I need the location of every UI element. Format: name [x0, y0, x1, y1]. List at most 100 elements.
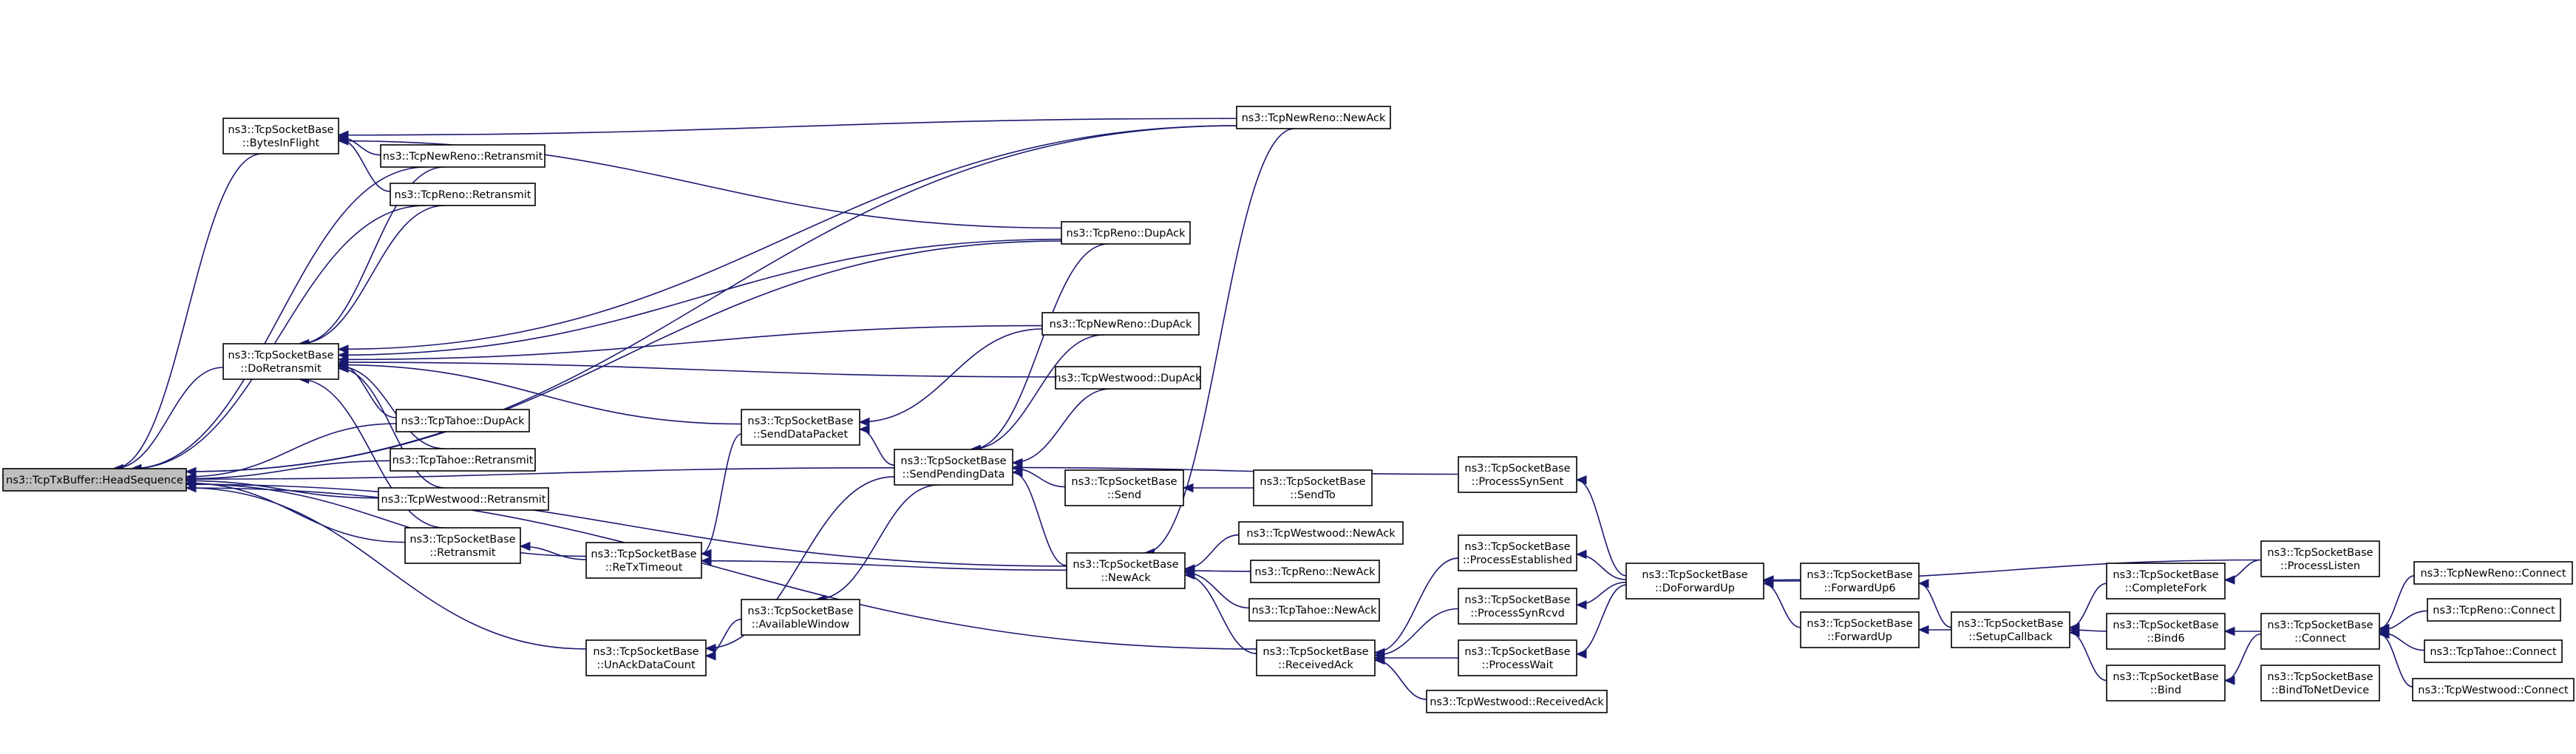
node-ww-dupack[interactable]: ns3::TcpWestwood::DupAck: [1054, 366, 1202, 390]
node-tahoe-retransmit[interactable]: ns3::TcpTahoe::Retransmit: [390, 448, 536, 472]
node-box[interactable]: [2106, 563, 2226, 600]
node-box[interactable]: [1066, 552, 1186, 589]
node-box[interactable]: [395, 409, 530, 432]
node-nr-retransmit[interactable]: ns3::TcpNewReno::Retransmit: [380, 144, 546, 168]
node-ww-newack[interactable]: ns3::TcpWestwood::NewAck: [1238, 521, 1404, 545]
node-box[interactable]: [390, 183, 536, 206]
node-label: ns3::TcpWestwood::Connect: [2418, 685, 2569, 696]
node-processsynrcvd[interactable]: ns3::TcpSocketBase::ProcessSynRcvd: [1458, 588, 1577, 625]
node-sendpending[interactable]: ns3::TcpSocketBase::SendPendingData: [894, 449, 1013, 486]
node-forwardup6[interactable]: ns3::TcpSocketBase::ForwardUp6: [1800, 563, 1920, 600]
node-box[interactable]: [1458, 456, 1577, 493]
node-forwardup[interactable]: ns3::TcpSocketBase::ForwardUp: [1800, 611, 1920, 648]
edge-tahoe-dupack-to-doretransmit: [338, 364, 397, 418]
node-box[interactable]: [2260, 613, 2380, 650]
node-sb-newack[interactable]: ns3::TcpSocketBase::NewAck: [1066, 552, 1186, 589]
node-box[interactable]: [1458, 534, 1577, 571]
node-box[interactable]: [741, 599, 860, 636]
node-box[interactable]: [390, 448, 536, 472]
node-send[interactable]: ns3::TcpSocketBase::Send: [1064, 469, 1184, 506]
node-processwait[interactable]: ns3::TcpSocketBase::ProcessWait: [1458, 639, 1577, 676]
node-box[interactable]: [741, 409, 860, 446]
node-box[interactable]: [1250, 560, 1380, 583]
node-box[interactable]: [404, 527, 521, 564]
edge-arrowhead: [704, 643, 716, 653]
node-box[interactable]: [585, 639, 707, 676]
node-receivedack[interactable]: ns3::TcpSocketBase::ReceivedAck: [1256, 639, 1376, 676]
node-unackdatacount[interactable]: ns3::TcpSocketBase::UnAckDataCount: [585, 639, 707, 676]
node-doretransmit[interactable]: ns3::TcpSocketBase::DoRetransmit: [222, 343, 339, 380]
node-box[interactable]: [380, 144, 546, 168]
node-tahoe-newack[interactable]: ns3::TcpTahoe::NewAck: [1248, 598, 1380, 622]
node-box[interactable]: [2413, 561, 2573, 585]
node-reno-retransmit[interactable]: ns3::TcpReno::Retransmit: [390, 183, 536, 206]
node-doforwardup[interactable]: ns3::TcpSocketBase::DoForwardUp: [1625, 563, 1764, 600]
node-box[interactable]: [378, 487, 549, 511]
node-box[interactable]: [1061, 221, 1191, 245]
node-bytesinflight[interactable]: ns3::TcpSocketBase::BytesInFlight: [222, 118, 339, 154]
node-box[interactable]: [585, 542, 702, 579]
node-box[interactable]: [222, 343, 339, 380]
node-box[interactable]: [2260, 665, 2380, 702]
node-box[interactable]: [1800, 611, 1920, 648]
node-box[interactable]: [1256, 639, 1376, 676]
node-processsynsent[interactable]: ns3::TcpSocketBase::ProcessSynSent: [1458, 456, 1577, 493]
node-nr-dupack[interactable]: ns3::TcpNewReno::DupAck: [1041, 312, 1200, 336]
node-bindtonetdevice[interactable]: ns3::TcpSocketBase::BindToNetDevice: [2260, 665, 2380, 702]
node-box[interactable]: [2106, 665, 2226, 702]
node-box[interactable]: [1238, 521, 1404, 545]
node-box[interactable]: [2412, 678, 2575, 702]
edge-arrowhead: [858, 417, 870, 427]
node-box[interactable]: [1458, 588, 1577, 625]
node-reno-connect[interactable]: ns3::TcpReno::Connect: [2427, 598, 2561, 622]
edge-nr-dupack-to-sendpending: [970, 334, 1104, 450]
node-box[interactable]: [1041, 312, 1200, 336]
node-connect[interactable]: ns3::TcpSocketBase::Connect: [2260, 613, 2380, 650]
node-sendpacket[interactable]: ns3::TcpSocketBase::SendDataPacket: [741, 409, 860, 446]
node-box[interactable]: [2106, 613, 2226, 650]
node-box[interactable]: [222, 118, 339, 154]
node-label: ns3::TcpSocketBase: [1957, 618, 2063, 630]
node-box[interactable]: [1625, 563, 1764, 600]
node-box[interactable]: [1055, 366, 1201, 390]
node-bind6[interactable]: ns3::TcpSocketBase::Bind6: [2106, 613, 2226, 650]
node-retxtimeout[interactable]: ns3::TcpSocketBase::ReTxTimeout: [585, 542, 702, 579]
edge-nr-retransmit-to-headseq: [131, 166, 426, 469]
node-ww-connect[interactable]: ns3::TcpWestwood::Connect: [2412, 678, 2575, 702]
node-tahoe-dupack[interactable]: ns3::TcpTahoe::DupAck: [395, 409, 530, 432]
node-box[interactable]: [1064, 469, 1184, 506]
node-box[interactable]: [1236, 106, 1391, 129]
node-ww-receivedack[interactable]: ns3::TcpWestwood::ReceivedAck: [1426, 690, 1608, 713]
edge-tahoe-retransmit-to-headseq: [186, 460, 391, 480]
node-sb-retransmit[interactable]: ns3::TcpSocketBase::Retransmit: [404, 527, 521, 564]
node-box[interactable]: [1951, 611, 2070, 648]
node-setupcallback[interactable]: ns3::TcpSocketBase::SetupCallback: [1951, 611, 2070, 648]
edge-nr-dupack-to-sendpacket: [859, 328, 1043, 423]
node-box[interactable]: [2, 468, 187, 492]
node-headseq[interactable]: ns3::TcpTxBuffer::HeadSequence: [2, 468, 187, 492]
node-tahoe-connect[interactable]: ns3::TcpTahoe::Connect: [2424, 639, 2563, 663]
node-label: ::ForwardUp6: [1824, 583, 1895, 594]
node-box[interactable]: [2427, 598, 2561, 622]
node-westwood-retransmit[interactable]: ns3::TcpWestwood::Retransmit: [378, 487, 549, 511]
node-availablewindow[interactable]: ns3::TcpSocketBase::AvailableWindow: [741, 599, 860, 636]
node-box[interactable]: [2424, 639, 2563, 663]
node-box[interactable]: [1426, 690, 1608, 713]
node-bind[interactable]: ns3::TcpSocketBase::Bind: [2106, 665, 2226, 702]
node-nr-connect[interactable]: ns3::TcpNewReno::Connect: [2413, 561, 2573, 585]
node-reno-newack[interactable]: ns3::TcpReno::NewAck: [1250, 560, 1380, 583]
node-box[interactable]: [1248, 598, 1380, 622]
node-box[interactable]: [894, 449, 1013, 486]
node-box[interactable]: [2260, 540, 2380, 577]
node-nr-newack[interactable]: ns3::TcpNewReno::NewAck: [1236, 106, 1391, 129]
node-processlisten[interactable]: ns3::TcpSocketBase::ProcessListen: [2260, 540, 2380, 577]
node-box[interactable]: [1253, 469, 1373, 506]
node-label: ns3::TcpSocketBase: [2267, 547, 2373, 559]
node-box[interactable]: [1458, 639, 1577, 676]
node-box[interactable]: [1800, 563, 1920, 600]
node-completefork[interactable]: ns3::TcpSocketBase::CompleteFork: [2106, 563, 2226, 600]
node-processestablished[interactable]: ns3::TcpSocketBase::ProcessEstablished: [1458, 534, 1577, 571]
node-reno-dupack[interactable]: ns3::TcpReno::DupAck: [1061, 221, 1191, 245]
node-sendto[interactable]: ns3::TcpSocketBase::SendTo: [1253, 469, 1373, 506]
node-label: ns3::TcpSocketBase: [1071, 476, 1177, 488]
